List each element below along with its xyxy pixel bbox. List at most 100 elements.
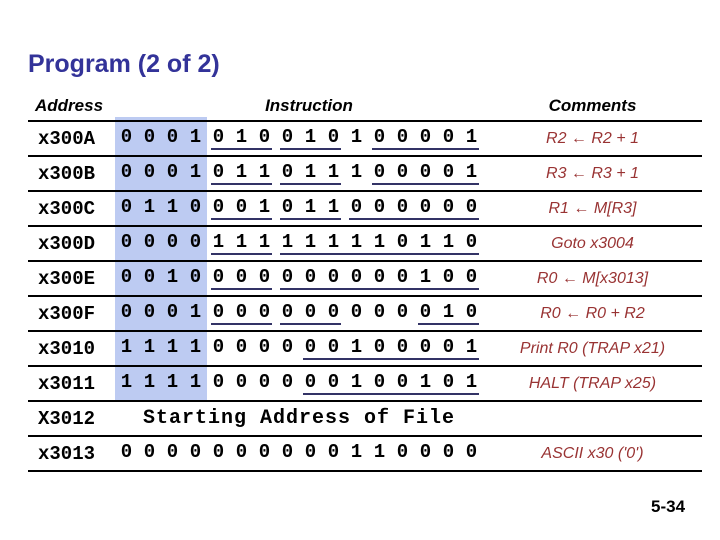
address-cell: x300E [38,267,96,290]
bit: 1 [189,160,202,183]
bit: 0 [235,440,248,463]
bit: 0 [442,265,455,288]
bit: 0 [281,265,294,288]
bit: 1 [166,335,179,358]
bit: 1 [166,265,179,288]
bit: 0 [419,160,432,183]
bit: 1 [189,370,202,393]
bit: 0 [189,195,202,218]
bit: 0 [396,265,409,288]
bit: 0 [235,195,248,218]
bit: 0 [281,300,294,323]
bit: 0 [419,195,432,218]
bit: 1 [465,160,478,183]
bit: 1 [235,230,248,253]
bit: 0 [327,440,340,463]
bit: 1 [442,300,455,323]
bit: 1 [258,230,271,253]
bit: 0 [350,195,363,218]
opcode-highlight-band [115,117,207,402]
bit: 1 [350,125,363,148]
header-comments: Comments [548,96,637,115]
bit: 0 [373,335,386,358]
bit: 0 [373,125,386,148]
bit: 0 [304,265,317,288]
bit: 0 [465,440,478,463]
bit: 1 [465,370,478,393]
bit: 0 [235,300,248,323]
bit: 0 [235,370,248,393]
bit: 0 [235,335,248,358]
address-cell: x300B [38,162,96,185]
bit: 0 [373,370,386,393]
bit: 0 [465,230,478,253]
bit: 0 [373,160,386,183]
bit: 1 [442,230,455,253]
bit: 1 [235,160,248,183]
bit: 0 [419,125,432,148]
bit: 0 [396,195,409,218]
bit: 0 [120,440,133,463]
page-title: Program (2 of 2) [28,50,220,78]
bit: 0 [350,265,363,288]
bit: 0 [120,265,133,288]
bit-field: 1 [345,125,368,150]
bit: 1 [143,195,156,218]
header-address: Address [35,96,104,115]
bit: 0 [258,125,271,148]
bit: 0 [396,300,409,323]
bit: 0 [166,440,179,463]
bit: 0 [442,160,455,183]
bit: 0 [350,300,363,323]
bit: 0 [143,300,156,323]
bit: 0 [327,370,340,393]
bit: 1 [189,300,202,323]
bit: 0 [143,125,156,148]
bit: 1 [258,160,271,183]
bit: 0 [166,125,179,148]
comment-cell: R2 ← R2 + 1 [546,129,639,147]
address-cell: x3011 [38,372,96,395]
address-cell: x300D [38,232,96,255]
comment-cell: R3 ← R3 + 1 [546,164,639,182]
bit: 0 [166,230,179,253]
address-cell: x300A [38,127,96,150]
bit: 1 [350,370,363,393]
bit: 0 [166,160,179,183]
bit: 1 [304,230,317,253]
bit: 0 [396,440,409,463]
bit: 1 [143,335,156,358]
bit: 1 [120,370,133,393]
bit: 1 [166,195,179,218]
bit: 0 [235,265,248,288]
bit: 0 [166,300,179,323]
